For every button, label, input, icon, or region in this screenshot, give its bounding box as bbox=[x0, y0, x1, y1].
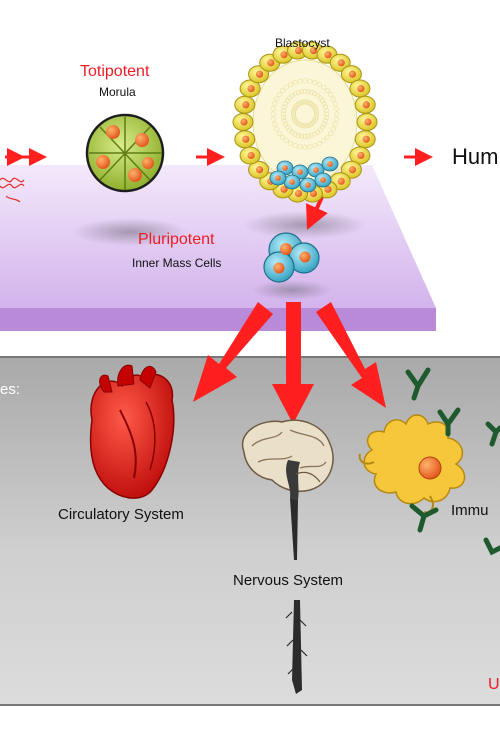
human-label: Hum bbox=[452, 144, 499, 169]
heart-icon bbox=[89, 364, 175, 499]
platform-edge bbox=[0, 308, 436, 331]
cell-types-panel bbox=[0, 356, 500, 706]
spinal-cord bbox=[290, 498, 298, 560]
antibody-icon bbox=[405, 367, 500, 556]
circulatory-system-label: Circulatory System bbox=[58, 506, 184, 523]
nervous-system-label: Nervous System bbox=[231, 572, 346, 589]
morula-label: Morula bbox=[99, 85, 136, 99]
inner-mass-shadow bbox=[252, 280, 332, 300]
platform bbox=[0, 165, 436, 308]
dna-icon bbox=[0, 177, 25, 203]
blastocyst-icon bbox=[232, 41, 378, 203]
inner-mass-cells-icon bbox=[263, 232, 320, 283]
arrow-to-brain bbox=[272, 302, 314, 424]
blastocyst-shadow bbox=[243, 211, 367, 239]
panel-corner-label: U bbox=[488, 676, 500, 693]
brain-icon bbox=[241, 419, 334, 694]
macrophage-icon bbox=[358, 414, 466, 514]
totipotent-label: Totipotent bbox=[80, 63, 150, 80]
immune-system-label: Immu bbox=[451, 502, 489, 519]
arrow-to-immune bbox=[316, 302, 386, 408]
blastocyst-label: Blastocyst bbox=[275, 36, 330, 50]
panel-heading: es: bbox=[0, 381, 21, 398]
morula-shadow bbox=[72, 218, 188, 246]
arrow-to-heart bbox=[193, 302, 273, 402]
arrow-to-inner-mass bbox=[306, 196, 328, 230]
pluripotent-label: Pluripotent bbox=[138, 231, 215, 248]
morula-icon bbox=[85, 113, 165, 193]
inner-mass-cells-label: Inner Mass Cells bbox=[132, 256, 222, 270]
